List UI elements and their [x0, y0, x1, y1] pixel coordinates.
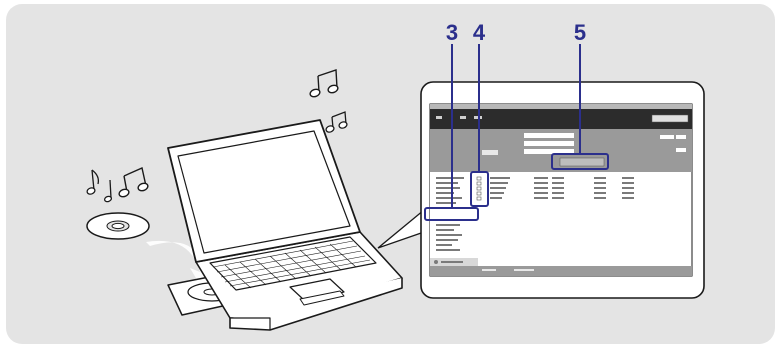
callout-5-label: 5 [574, 20, 586, 45]
callout-4-label: 4 [473, 20, 486, 45]
computer-screen-zoom-icon [421, 82, 704, 298]
cd-disc-icon [87, 213, 149, 239]
callout-3-label: 3 [446, 20, 458, 45]
